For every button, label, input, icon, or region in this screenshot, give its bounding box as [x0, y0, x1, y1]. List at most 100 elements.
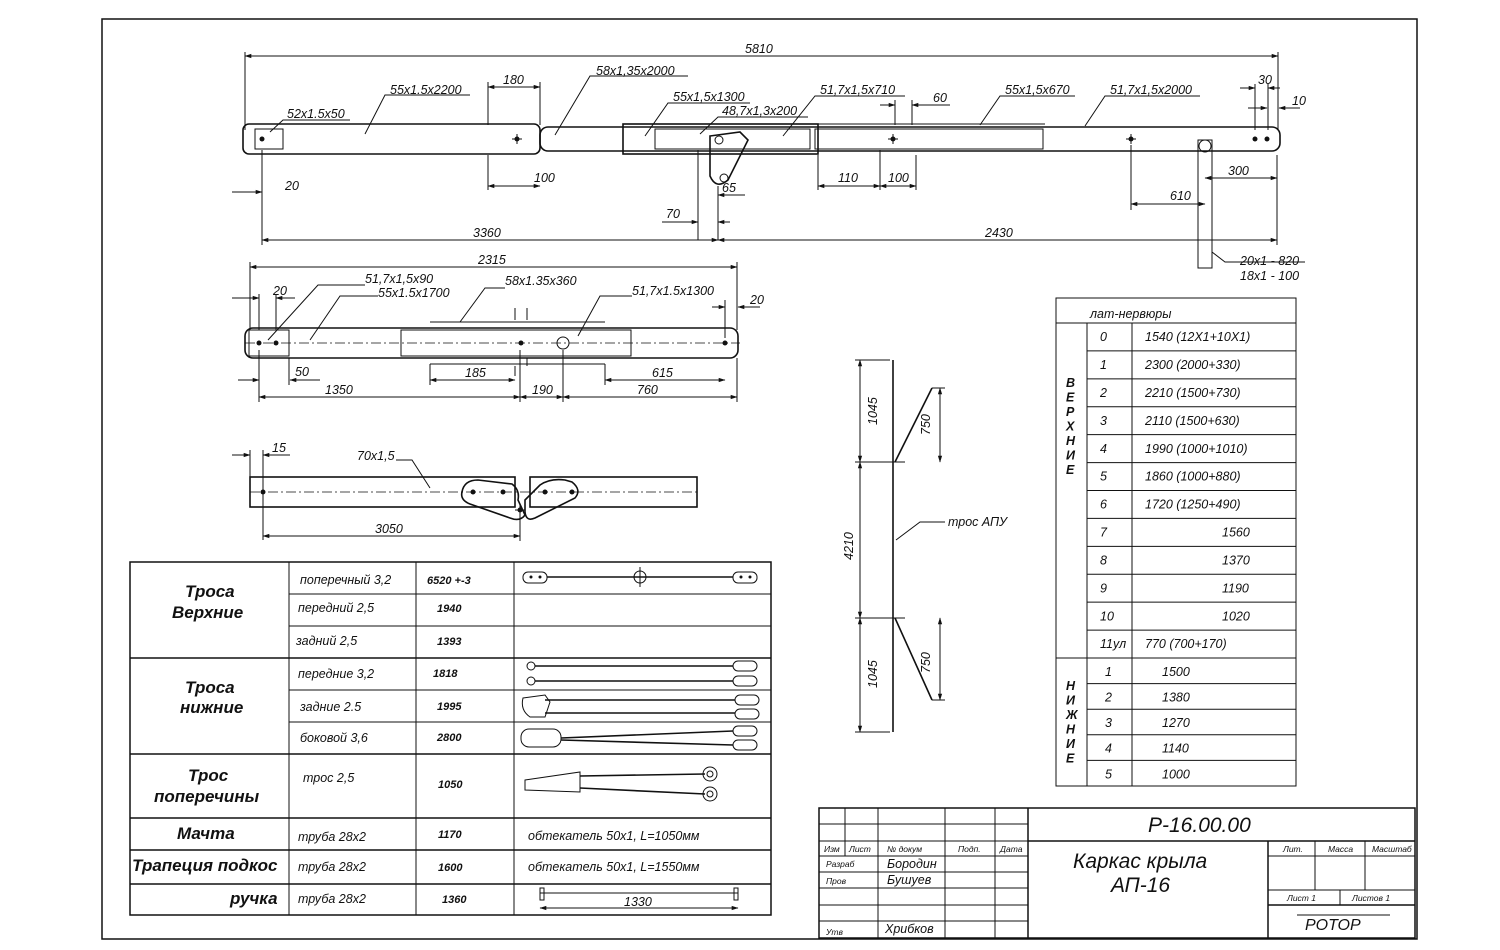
batten-upper-length: 1020	[1222, 609, 1250, 623]
lower-label-letter: Н	[1066, 679, 1076, 693]
cable-len-4: 1818	[433, 668, 458, 680]
dim-70: 70	[666, 207, 680, 221]
dim-180: 180	[503, 73, 524, 87]
head-lit: Лит.	[1282, 844, 1303, 854]
upper-label-letter: Е	[1066, 391, 1075, 405]
lower-label-letter: И	[1066, 737, 1076, 751]
batten-upper-num: 4	[1100, 442, 1107, 456]
cable-len-3: 1393	[437, 636, 461, 648]
person-dev: Бородин	[887, 857, 937, 871]
handle-dim: 1330	[624, 895, 652, 909]
tube-rear	[539, 126, 1281, 152]
group-crossbar-title-1: Трос	[188, 766, 229, 785]
upper-label-letter: Н	[1066, 434, 1076, 448]
drawing-name-1: Каркас крыла	[1073, 850, 1207, 873]
batten-upper-length: 1540 (12Х1+10Х1)	[1145, 330, 1250, 344]
batten-upper-num: 5	[1100, 470, 1107, 484]
dim-30: 30	[1258, 73, 1272, 87]
sheets-total: Листов 1	[1351, 893, 1390, 903]
dim-615: 615	[652, 366, 673, 380]
cable-len-6: 2800	[436, 732, 462, 744]
dim-65: 65	[722, 181, 736, 195]
head-scale: Масштаб	[1372, 844, 1413, 854]
cable-sketch-rear	[521, 694, 760, 720]
batten-lower-num: 4	[1105, 742, 1112, 756]
batten-lower-num: 5	[1105, 767, 1112, 781]
callout-55x1300: 55x1,5x1300	[673, 90, 745, 104]
cable-sketch-cross	[522, 567, 758, 587]
cable-len-2: 1940	[437, 603, 462, 615]
batten-upper-num: 2	[1099, 386, 1107, 400]
upper-label-letter: Х	[1065, 420, 1075, 434]
cable-len-1: 6520 +-3	[427, 575, 471, 587]
cable-row-6: боковой 3,6	[300, 731, 368, 745]
group-upper-title-1: Троса	[185, 582, 235, 601]
keel-view: 15 3050 70x1,5	[232, 441, 698, 541]
tube-center-sleeve	[622, 123, 819, 155]
trapeze-fairing: обтекатель 50х1, L=1550мм	[528, 860, 700, 874]
batten-upper-num: 6	[1100, 498, 1107, 512]
lower-label-letter: Н	[1066, 723, 1076, 737]
dim-60: 60	[933, 91, 947, 105]
callout-70x1.5: 70x1,5	[357, 449, 395, 463]
top-view: 5810 180 100 20 3360 2430 65 70 60 110 1…	[232, 42, 1306, 283]
role-dev: Разраб	[826, 859, 856, 869]
callout-20x1: 20x1 - 820	[1239, 254, 1299, 268]
mast-len: 1170	[438, 829, 463, 841]
mast-tube: труба 28х2	[298, 830, 366, 844]
dim-3050: 3050	[375, 522, 403, 536]
cables-table: Троса Верхние Троса нижние Трос поперечи…	[129, 561, 772, 916]
dim-750-bottom: 750	[919, 652, 933, 673]
callout-48x200: 48,7x1,3x200	[722, 104, 797, 118]
group-crossbar-title-2: поперечины	[154, 787, 260, 806]
batten-upper-num: 3	[1100, 414, 1107, 428]
handle-tube: труба 28х2	[298, 892, 366, 906]
dim-1045-bottom: 1045	[866, 660, 880, 688]
dim-610: 610	[1170, 189, 1191, 203]
dim-2315: 2315	[477, 253, 506, 267]
batten-upper-num: 1	[1100, 358, 1107, 372]
dim-20-right: 20	[749, 293, 764, 307]
batten-upper-length: 1560	[1222, 526, 1250, 540]
group-lower-title-1: Троса	[185, 678, 235, 697]
cable-row-5: задние 2.5	[299, 700, 361, 714]
trapeze-tube: труба 28х2	[298, 860, 366, 874]
callout-55x1700: 55x1.5x1700	[378, 286, 450, 300]
batten-upper-num: 8	[1100, 553, 1107, 567]
cable-row-2: передний 2,5	[298, 601, 374, 615]
dim-20-left: 20	[272, 284, 287, 298]
batten-lower-num: 2	[1104, 691, 1112, 705]
dim-300: 300	[1228, 164, 1249, 178]
group-lower-title-2: нижние	[180, 698, 243, 717]
tube-front	[242, 123, 541, 155]
keel-plate-left	[460, 479, 526, 521]
batten-lower-length: 1270	[1162, 716, 1190, 730]
group-mast-title: Мачта	[177, 824, 235, 843]
mast-fairing: обтекатель 50х1, L=1050мм	[528, 829, 700, 843]
batten-upper-num: 0	[1100, 330, 1107, 344]
batten-lower-length: 1500	[1162, 665, 1190, 679]
cable-row-1: поперечный 3,2	[300, 573, 391, 587]
callout-18x1: 18x1 - 100	[1240, 269, 1299, 283]
upper-label-letter: В	[1066, 376, 1075, 390]
batten-upper-length: 770 (700+170)	[1145, 637, 1227, 651]
handle-len: 1360	[442, 894, 467, 906]
batten-upper-length: 1990 (1000+1010)	[1145, 442, 1248, 456]
cable-row-4: передние 3,2	[298, 667, 374, 681]
role-check: Пров	[826, 876, 847, 886]
lower-label-letter: Е	[1066, 752, 1075, 766]
dim-10: 10	[1292, 94, 1306, 108]
role-approve: Утв	[825, 927, 844, 937]
dim-20: 20	[284, 179, 299, 193]
dim-760: 760	[637, 383, 658, 397]
dim-110: 110	[838, 171, 858, 185]
handle-sketch: 1330	[539, 887, 739, 911]
dim-total: 5810	[745, 42, 773, 56]
keel-plate-right	[524, 478, 579, 520]
dim-4210: 4210	[842, 532, 856, 560]
sheet-no: Лист 1	[1286, 893, 1316, 903]
joint-plate	[709, 131, 749, 185]
lower-label-letter: И	[1066, 694, 1076, 708]
